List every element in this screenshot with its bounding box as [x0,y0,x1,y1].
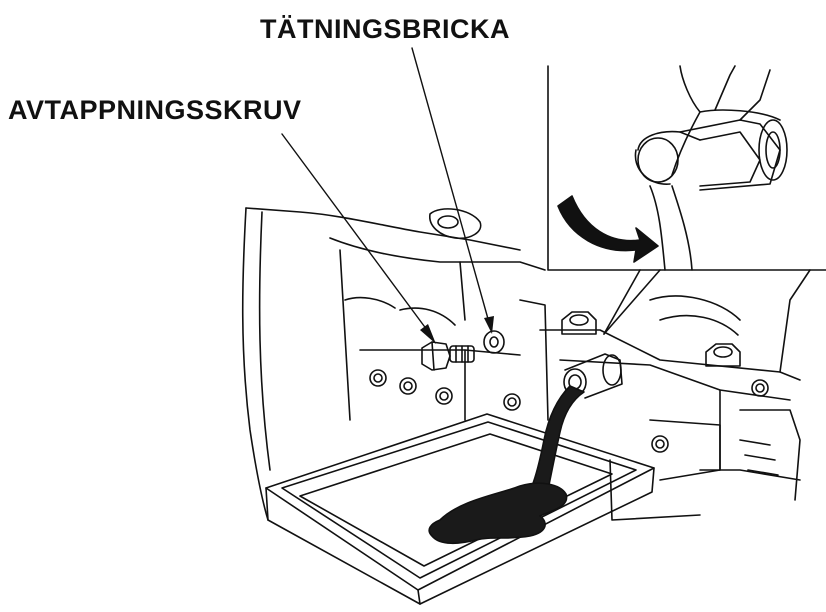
drain-bolt-label: AVTAPPNINGSSKRUV [8,95,302,125]
block-bolts [369,311,769,453]
leader-lines [281,47,491,335]
oil-drain-pan [265,413,655,605]
inset-detail [547,65,826,335]
drain-bolt [421,341,475,371]
oil-stream [428,385,585,545]
sealing-washer [483,330,505,354]
sealing-washer-label: TÄTNINGSBRICKA [260,14,510,44]
engine-block [241,207,811,521]
leader-arrowheads [420,316,494,344]
